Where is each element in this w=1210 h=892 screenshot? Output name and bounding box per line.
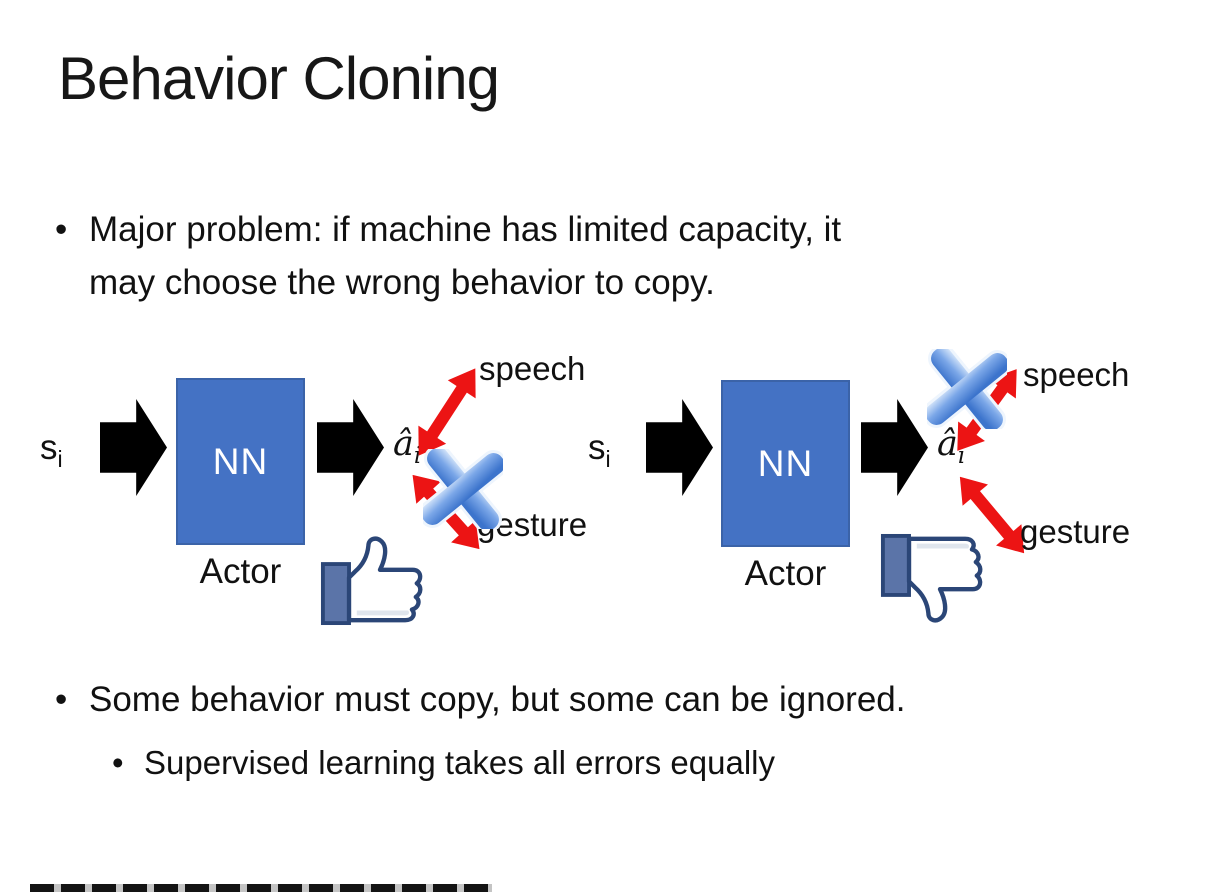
left-output-label: âi	[393, 424, 421, 469]
bullet-line-1: Major problem: if machine has limited ca…	[89, 210, 842, 249]
cross-icon	[922, 344, 1012, 434]
thumbs-up-icon	[320, 533, 440, 628]
block-arrow-icon	[646, 399, 713, 496]
right-nn-box: NN	[721, 380, 850, 547]
left-nn-box: NN	[176, 378, 305, 545]
right-input-s: s	[588, 428, 606, 467]
left-output-sub: i	[413, 443, 422, 469]
block-arrow-icon	[317, 399, 384, 496]
bullet-dot: •	[112, 744, 124, 781]
right-nn-label: NN	[757, 442, 814, 484]
bullet-some-behavior-text: Some behavior must copy, but some can be…	[89, 680, 906, 719]
clipped-text-strip	[30, 884, 492, 892]
cross-icon	[418, 444, 508, 534]
left-input-sub: i	[57, 446, 63, 472]
left-nn-label: NN	[212, 440, 269, 482]
left-input-s: s	[40, 428, 58, 467]
right-gesture-label: gesture	[1020, 513, 1131, 550]
right-output-label: âi	[937, 424, 965, 469]
right-input-sub: i	[605, 446, 611, 472]
left-input-label: si	[40, 428, 63, 473]
right-output-a: â	[937, 424, 958, 464]
bullet-dot: •	[55, 210, 68, 249]
thumbs-down-icon	[880, 531, 1000, 626]
right-output-sub: i	[957, 443, 966, 469]
left-output-a: â	[393, 424, 414, 464]
right-actor-label: Actor	[744, 554, 827, 593]
left-speech-label: speech	[479, 350, 586, 387]
left-actor-label: Actor	[199, 552, 282, 591]
bullet-some-behavior: • Some behavior must copy, but some can …	[55, 674, 1155, 727]
right-input-label: si	[588, 428, 611, 473]
block-arrow-icon	[100, 399, 167, 496]
page-title: Behavior Cloning	[58, 45, 500, 112]
bullet-dot: •	[55, 680, 68, 719]
bullet-supervised: • Supervised learning takes all errors e…	[112, 738, 775, 788]
bullet-major-problem-text: Major problem: if machine has limited ca…	[89, 204, 841, 309]
bullet-major-problem: • Major problem: if machine has limited …	[55, 204, 1115, 309]
bullet-line-2: may choose the wrong behavior to copy.	[89, 262, 715, 302]
right-speech-label: speech	[1023, 356, 1130, 393]
bullet-supervised-text: Supervised learning takes all errors equ…	[144, 744, 775, 781]
block-arrow-icon	[861, 399, 928, 496]
